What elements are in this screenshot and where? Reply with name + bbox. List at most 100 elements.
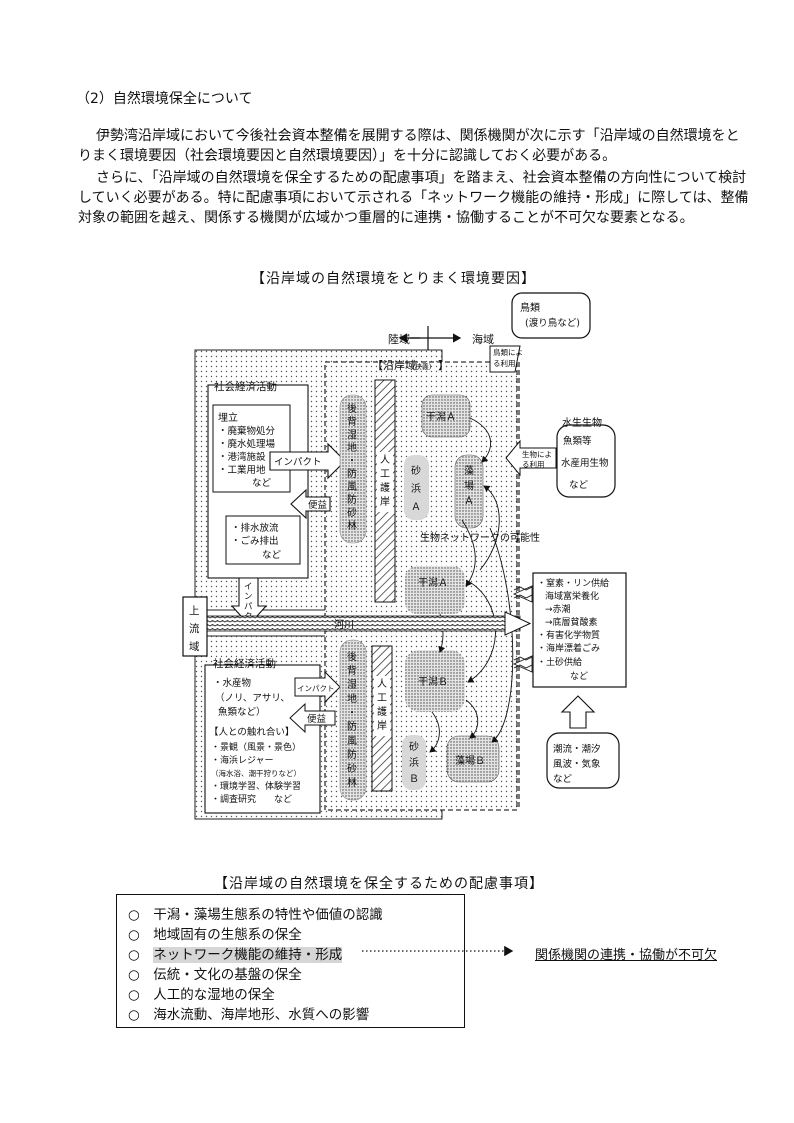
water-quality-box [532,572,627,688]
considerations-box [116,894,465,1028]
impact-v-2: ン [244,592,253,602]
diagram-text: など [569,480,589,491]
diagram-caption: 【沿岸域の自然環境をとりまく環境要因】 [251,271,536,287]
diagram-text: 防 [347,467,357,480]
consideration-item-2: ○ 地域固有の生態系の保全 [128,927,302,943]
network-label: 生物ネットワークの可能性 [420,531,540,544]
diagram-text: →底層貧酸素 [545,616,598,628]
diagram-text: 【人との触れ合い】 [209,726,294,738]
tidal-flat-b-label: 干潟Ｂ [418,675,448,688]
diagram-text: 林 [347,519,357,532]
diagram-text: ・景観（風景・景色） [211,741,301,753]
diagram-text: 背 [347,664,357,677]
consideration-item-6: ○ 海水流動、海岸地形、水質への影響 [128,1007,370,1023]
diagram-text: 生物によ [522,449,552,459]
collaboration-note: 関係機関の連携・協働が不可欠 [535,948,718,963]
diagram-text: など [553,774,573,785]
diagram-text: 浜 [411,483,421,495]
land-label: 陸域 [388,333,410,346]
tidal-flat-a-top-label: 干潟Ａ [426,410,456,423]
diagram-text: 海域富栄養化 [545,590,599,602]
beach-a [404,455,429,520]
diagram-text: 砂 [409,740,419,753]
impact-v-3: パ [244,602,253,612]
diagram-text: 風 [347,481,357,493]
benefit-arrow-upper [290,488,331,520]
diagram-text: 地 [347,692,357,705]
diagram-text: 人 [380,454,390,466]
bird-use-arrow [489,345,521,373]
diagram-text: 防 [347,493,357,506]
diagram-text: （海水浴、潮干狩りなど） [211,768,301,778]
back-wetland-lower [339,639,367,801]
back-wetland-upper [339,394,367,544]
benefit-arrow-lower [289,702,336,734]
discharge-item-2: ・ごみ排出 [231,535,279,547]
landfill-more: など [252,478,272,489]
natural-forces-box [546,732,620,789]
tidal-flat-b [405,650,465,712]
diagram-text: 岸 [380,496,390,508]
consideration-item-3-text: ネットワーク機能の維持・形成 [153,947,343,963]
diagram-text: など [570,671,588,682]
aquatic-title: 水生生物 [562,416,602,429]
discharge-more: など [262,550,282,561]
diagram-text: ・環境学習、体験学習 [211,780,301,792]
diagram-text: （ノリ、アサリ、 [215,692,290,704]
diagram-text: る利用 [522,459,545,469]
river [204,615,521,632]
diagram-text: 後 [347,402,357,415]
birds-box [511,292,591,339]
diagram-text: 藻 [464,464,474,477]
landfill-title: 埋立 [218,411,238,424]
diagram-text: 砂 [347,762,357,775]
landfill-item-4: ・工業用地 [218,464,266,476]
diagram-text: 工 [377,693,387,704]
diagram-text: 浜 [409,757,419,769]
consideration-item-4: ○ 伝統・文化の基盤の保全 [128,967,302,983]
diagram-text: 後 [347,650,357,663]
diagram-text: ・水産物 [213,677,252,689]
consideration-item-1: ○ 干潟・藻場生態系の特性や価値の認識 [128,907,383,923]
diagram-text: ・有害化学物質 [537,629,600,641]
diagram-text: 岸 [377,720,387,732]
diagram-text: 工 [380,469,390,480]
landfill-item-1: ・廃棄物処分 [218,425,276,437]
benefit-label-lower: 便益 [307,713,327,725]
paragraph-1: 伊勢湾沿岸域において今後社会資本整備を展開する際は、関係機関が次に示す「沿岸域の… [78,128,740,164]
aquatic-use-arrow [505,439,557,477]
diagram-text: 上 [189,605,200,617]
birds-title: 鳥類 [520,301,540,314]
diagram-text: 風 [347,735,357,747]
diagram-text: 人 [377,678,387,690]
diagram-text: 防 [347,748,357,761]
benefit-label-upper: 便益 [308,499,328,511]
landfill-item-3: ・港湾施設 [218,451,266,463]
diagram-text: ・ [347,708,357,719]
diagram-text: 地 [347,441,357,454]
section-title: （2）自然環境保全について [76,91,253,107]
upstream-box [182,596,208,657]
diagram-text: 護 [377,705,387,718]
diagram-text: Ｂ [409,774,419,785]
diagram-text: 魚類など） [218,706,266,718]
diagram-text: 場 [464,479,474,492]
birds-note: (渡り鳥など) [525,317,580,329]
diagram-text: 魚類等 [563,435,592,447]
tidal-flat-a-top [421,394,471,438]
diagram-text: ・窒素・リン供給 [537,577,609,589]
impact-label-lower: インパクト [297,684,335,693]
upward-arrow [560,695,596,729]
sea-label: 海域 [472,332,494,346]
diagram-text: 砂 [411,464,421,477]
diagram-text: ・ [347,456,357,467]
impact-arrow-down [230,577,268,626]
coastal-zone-label: 【沿岸域 [372,359,416,372]
diagram-text: 風波・気象 [553,758,601,770]
coastal-zone-note: (狭義) [412,362,432,371]
diagram-text: 域 [189,640,200,653]
diagram-text: 林 [347,776,357,789]
impact-arrow-lower [294,670,341,704]
coastal-zone-end: 】 [438,359,449,372]
